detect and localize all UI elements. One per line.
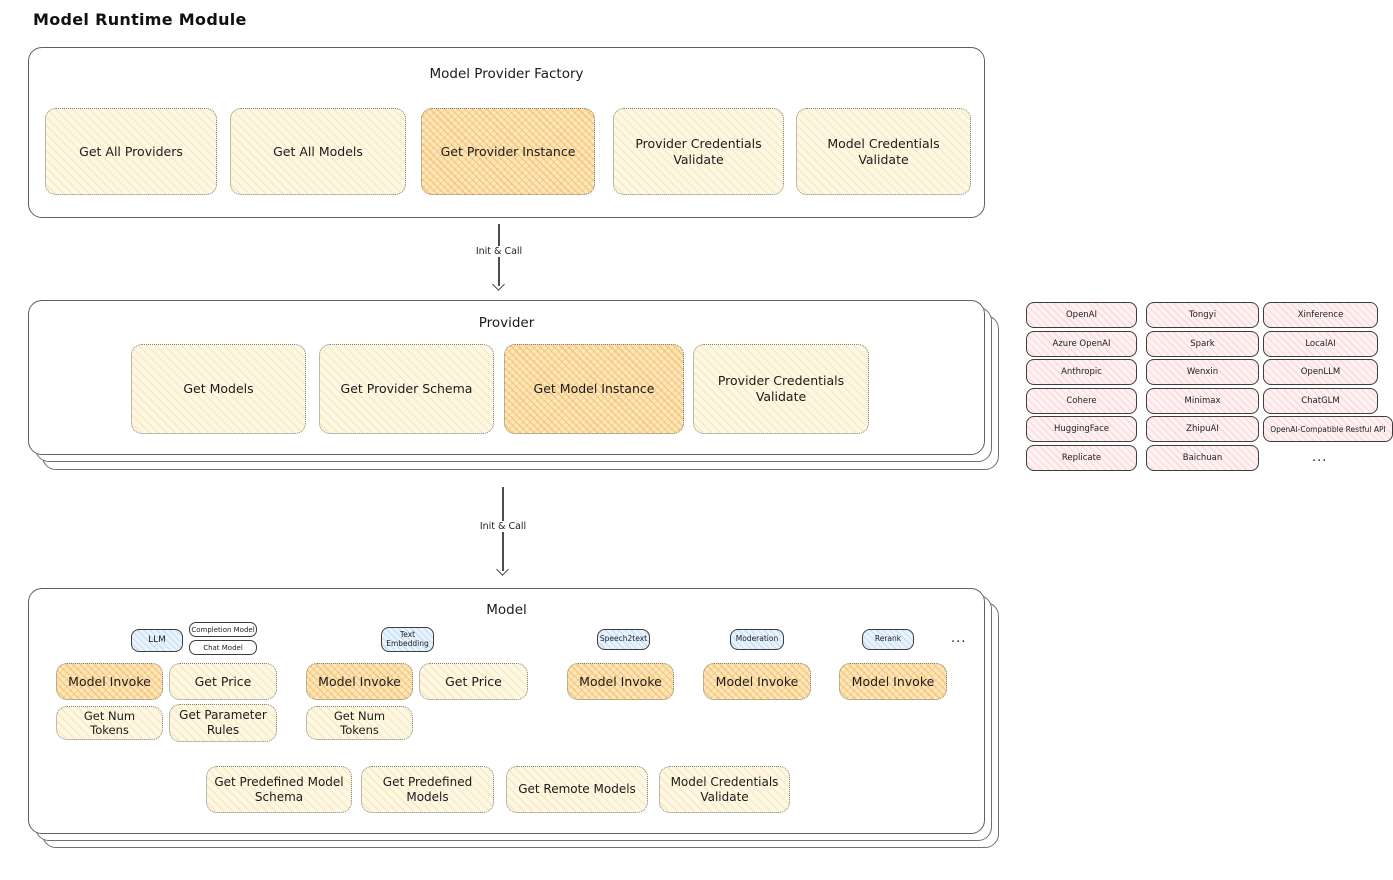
get-num-tokens-button-text-embedding: Get Num Tokens (306, 706, 413, 740)
provider-frame: Provider Get Models Get Provider Schema … (28, 300, 985, 455)
get-price-button-text-embedding: Get Price (419, 663, 528, 700)
model-type-tag-chat-model: Chat Model (189, 640, 257, 655)
provider-pill-tongyi: Tongyi (1146, 302, 1259, 328)
provider-pill-zhipuai: ZhipuAI (1146, 416, 1259, 442)
model-invoke-button-rerank: Model Invoke (839, 663, 947, 700)
factory-button-get-all-providers: Get All Providers (45, 108, 217, 195)
provider-pill-wenxin: Wenxin (1146, 359, 1259, 385)
model-invoke-button-speech2text: Model Invoke (567, 663, 674, 700)
providers-grid-ellipsis: ... (1312, 450, 1328, 465)
factory-title: Model Provider Factory (429, 66, 584, 82)
get-predefined-model-schema-button: Get Predefined Model Schema (206, 766, 352, 813)
model-type-tag-completion-model: Completion Model (189, 622, 257, 637)
provider-pill-anthropic: Anthropic (1026, 359, 1137, 385)
page-title: Model Runtime Module (33, 10, 247, 29)
factory-button-provider-credentials-validate: Provider Credentials Validate (613, 108, 784, 195)
get-parameter-rules-button: Get Parameter Rules (169, 704, 277, 742)
model-credentials-validate-button: Model Credentials Validate (659, 766, 790, 813)
factory-button-model-credentials-validate: Model Credentials Validate (796, 108, 971, 195)
model-frame: Model LLM Completion Model Chat Model Te… (28, 588, 985, 834)
provider-pill-localai: LocalAI (1263, 331, 1378, 357)
model-invoke-button-text-embedding: Model Invoke (306, 663, 413, 700)
flow-arrow-2-head-icon (496, 563, 509, 576)
provider-pill-spark: Spark (1146, 331, 1259, 357)
model-type-tag-text-embedding: Text Embedding (381, 627, 434, 652)
provider-button-get-provider-schema: Get Provider Schema (319, 344, 494, 434)
get-predefined-models-button: Get Predefined Models (361, 766, 494, 813)
model-type-tag-llm: LLM (131, 629, 183, 652)
provider-pill-xinference: Xinference (1263, 302, 1378, 328)
model-invoke-button-llm: Model Invoke (56, 663, 163, 700)
provider-button-provider-credentials-validate: Provider Credentials Validate (693, 344, 869, 434)
provider-pill-minimax: Minimax (1146, 388, 1259, 414)
get-remote-models-button: Get Remote Models (506, 766, 648, 813)
model-type-tag-rerank: Rerank (862, 629, 914, 650)
model-types-ellipsis: ... (951, 631, 967, 646)
provider-button-get-models: Get Models (131, 344, 306, 434)
model-title: Model (486, 602, 527, 618)
provider-pill-openai: OpenAI (1026, 302, 1137, 328)
model-type-tag-speech2text: Speech2text (597, 629, 650, 650)
flow-arrow-1-head-icon (492, 278, 505, 291)
provider-pill-huggingface: HuggingFace (1026, 416, 1137, 442)
provider-pill-chatglm: ChatGLM (1263, 388, 1378, 414)
provider-pill-openllm: OpenLLM (1263, 359, 1378, 385)
provider-pill-baichuan: Baichuan (1146, 445, 1259, 471)
model-type-tag-moderation: Moderation (730, 629, 784, 650)
get-price-button-llm: Get Price (169, 663, 277, 700)
factory-button-get-provider-instance: Get Provider Instance (421, 108, 595, 195)
factory-frame: Model Provider Factory Get All Providers… (28, 47, 985, 218)
provider-button-get-model-instance: Get Model Instance (504, 344, 684, 434)
provider-pill-cohere: Cohere (1026, 388, 1137, 414)
get-num-tokens-button-llm: Get Num Tokens (56, 706, 163, 740)
model-invoke-button-moderation: Model Invoke (703, 663, 811, 700)
provider-title: Provider (478, 315, 535, 331)
flow-arrow-1-label: Init & Call (471, 246, 527, 257)
provider-pill-replicate: Replicate (1026, 445, 1137, 471)
provider-pill-openai-compatible-restful-api: OpenAI-Compatible Restful API (1263, 416, 1393, 442)
flow-arrow-2-label: Init & Call (475, 521, 531, 532)
factory-button-get-all-models: Get All Models (230, 108, 406, 195)
provider-pill-azure-openai: Azure OpenAI (1026, 331, 1137, 357)
